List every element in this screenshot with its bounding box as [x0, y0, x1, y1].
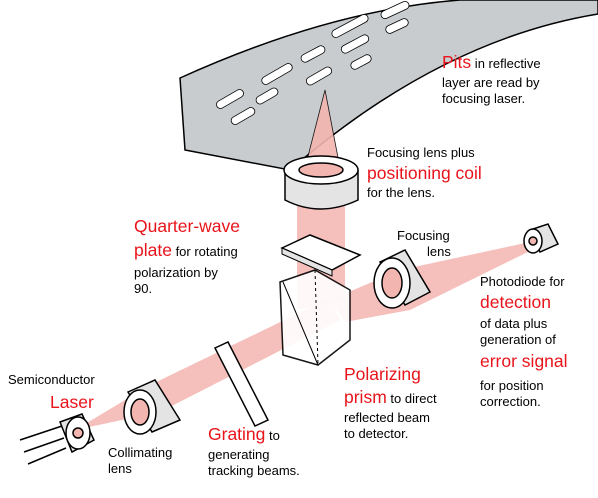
collimating-line2: lens — [108, 461, 132, 476]
pits-label-line2: layer are read by — [442, 75, 540, 90]
qwp-key1: Quarter-wave — [134, 216, 241, 236]
qwp-line4: 90. — [134, 281, 153, 296]
grating — [213, 341, 270, 427]
prism-line2: prism to direct — [344, 387, 437, 407]
collimating-line1: Collimating — [108, 445, 173, 460]
semiconductor-laser — [19, 413, 95, 465]
photodiode — [523, 223, 560, 254]
photodiode-line3: of data plus — [480, 316, 548, 331]
focus-coil-line3: for the lens. — [367, 185, 435, 200]
focusing-lens-line1: Focusing — [397, 228, 450, 243]
grating-line1: Grating to — [208, 424, 280, 444]
collimating-lens — [123, 379, 182, 435]
photodiode-line1: Photodiode for — [480, 274, 565, 289]
prism-key1: Polarizing — [344, 364, 421, 384]
semiconductor-label: Semiconductor — [8, 372, 95, 387]
pits-label: Pits in reflective — [442, 52, 541, 72]
focusing-lens-line2: lens — [427, 244, 451, 259]
qwp-line2: plate for rotating — [134, 240, 238, 260]
photodiode-line6: for position — [480, 378, 544, 393]
disc-pits — [216, 0, 410, 125]
photodiode-line4: generation of — [480, 332, 556, 347]
focus-coil-key: positioning coil — [367, 163, 482, 183]
photodiode-line7: correction. — [480, 394, 541, 409]
photodiode-key2: error signal — [480, 351, 568, 371]
photodiode-key1: detection — [480, 292, 552, 312]
pits-label-line3: focusing laser. — [442, 91, 526, 106]
focusing-lens-right — [373, 249, 432, 309]
grating-line2: generating — [208, 447, 270, 462]
grating-line3: tracking beams. — [208, 463, 300, 478]
focus-coil-line1: Focusing lens plus — [367, 145, 475, 160]
prism-line4: to detector. — [344, 426, 409, 441]
qwp-line3: polarization by — [134, 265, 218, 280]
focusing-lens-coil — [283, 155, 359, 210]
laser-key: Laser — [50, 392, 94, 412]
polarizing-prism — [279, 269, 351, 366]
prism-line3: reflected beam — [344, 410, 430, 425]
